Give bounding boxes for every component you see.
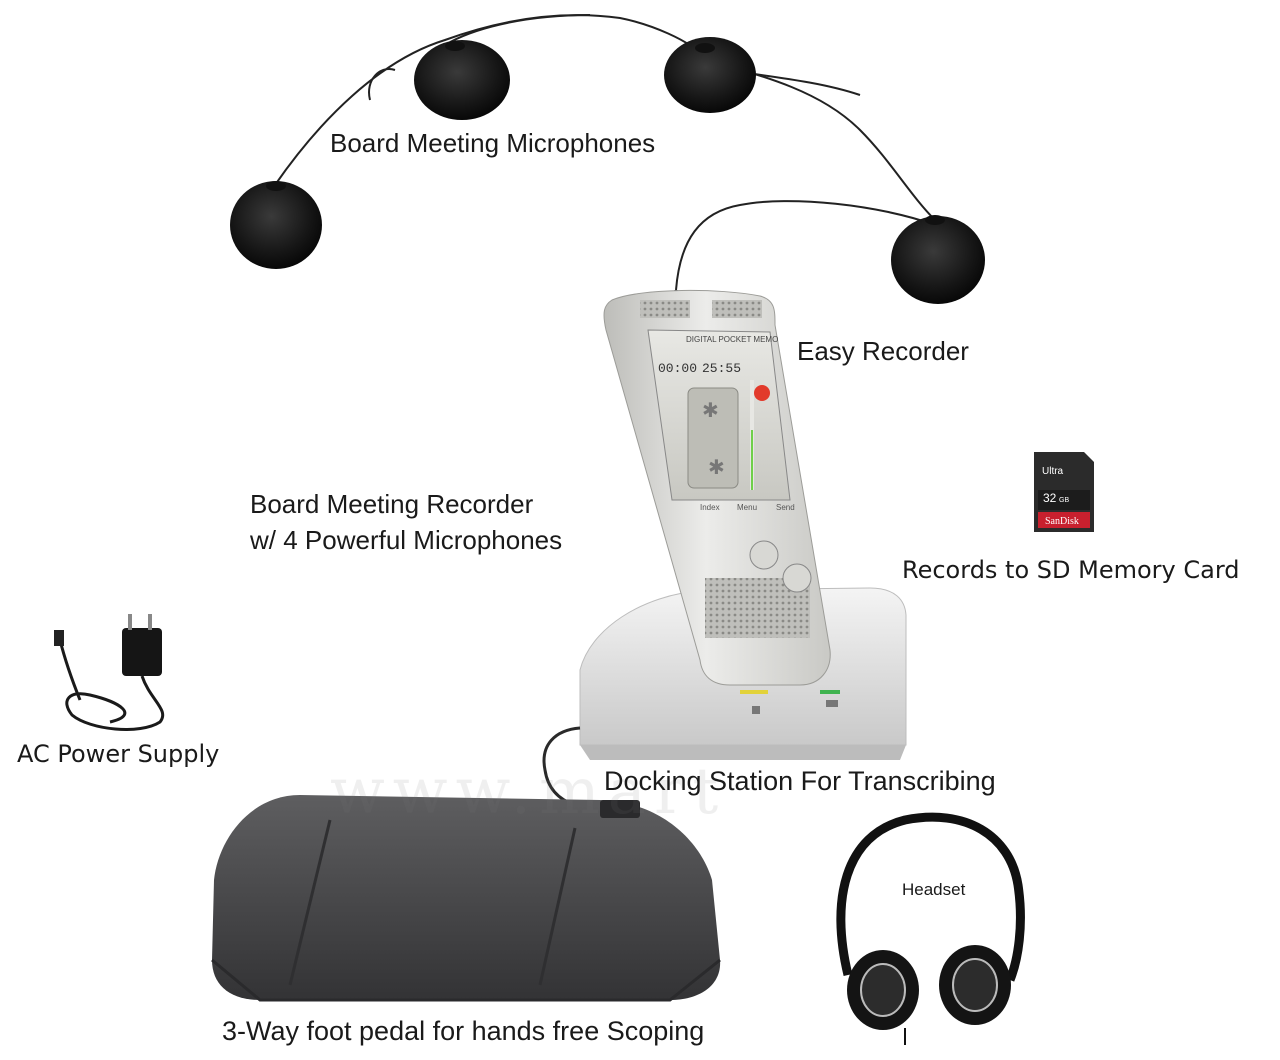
label-docking-station: Docking Station For Transcribing bbox=[604, 766, 996, 796]
watermark: www.mart bbox=[330, 755, 727, 829]
recorder-button-send: Send bbox=[776, 503, 795, 512]
label-ac-power-supply: AC Power Supply bbox=[17, 740, 220, 768]
sd-card-product: Ultra bbox=[1042, 466, 1064, 477]
microphone-3 bbox=[664, 37, 756, 113]
recorder-counter-right: 25:55 bbox=[702, 361, 741, 376]
recorder-button-index: Index bbox=[700, 503, 720, 512]
label-board-meeting-microphones: Board Meeting Microphones bbox=[330, 128, 656, 158]
label-board-meeting-recorder-line1: Board Meeting Recorder bbox=[250, 489, 534, 519]
recorder-counter-left: 00:00 bbox=[658, 361, 697, 376]
label-headset: Headset bbox=[902, 880, 966, 899]
recorder-brand-text: DIGITAL POCKET MEMO bbox=[686, 335, 778, 344]
sd-card-brand: SanDisk bbox=[1045, 516, 1079, 527]
label-sd-memory-card: Records to SD Memory Card bbox=[902, 556, 1240, 584]
label-foot-pedal: 3-Way foot pedal for hands free Scoping bbox=[222, 1016, 705, 1046]
label-board-meeting-recorder-line2: w/ 4 Powerful Microphones bbox=[250, 525, 563, 555]
foot-pedal bbox=[211, 795, 721, 1002]
sd-card-capacity-unit: GB bbox=[1059, 497, 1069, 504]
label-board-meeting-recorder: Board Meeting Recorder w/ 4 Powerful Mic… bbox=[250, 486, 562, 558]
microphone-1 bbox=[230, 181, 322, 269]
pedal-cable bbox=[542, 726, 581, 807]
label-easy-recorder: Easy Recorder bbox=[797, 336, 969, 366]
headset bbox=[836, 812, 1025, 1045]
microphone-2 bbox=[414, 40, 510, 120]
sd-card bbox=[1034, 452, 1094, 532]
recorder-button-menu: Menu bbox=[737, 503, 757, 512]
cassette-graphic: ✱ ✱ bbox=[687, 387, 739, 489]
ac-power-supply bbox=[54, 614, 165, 731]
svg-text:✱: ✱ bbox=[708, 457, 725, 479]
microphone-4 bbox=[891, 215, 985, 304]
sd-card-capacity: 32 bbox=[1043, 491, 1057, 505]
svg-text:✱: ✱ bbox=[702, 400, 719, 422]
